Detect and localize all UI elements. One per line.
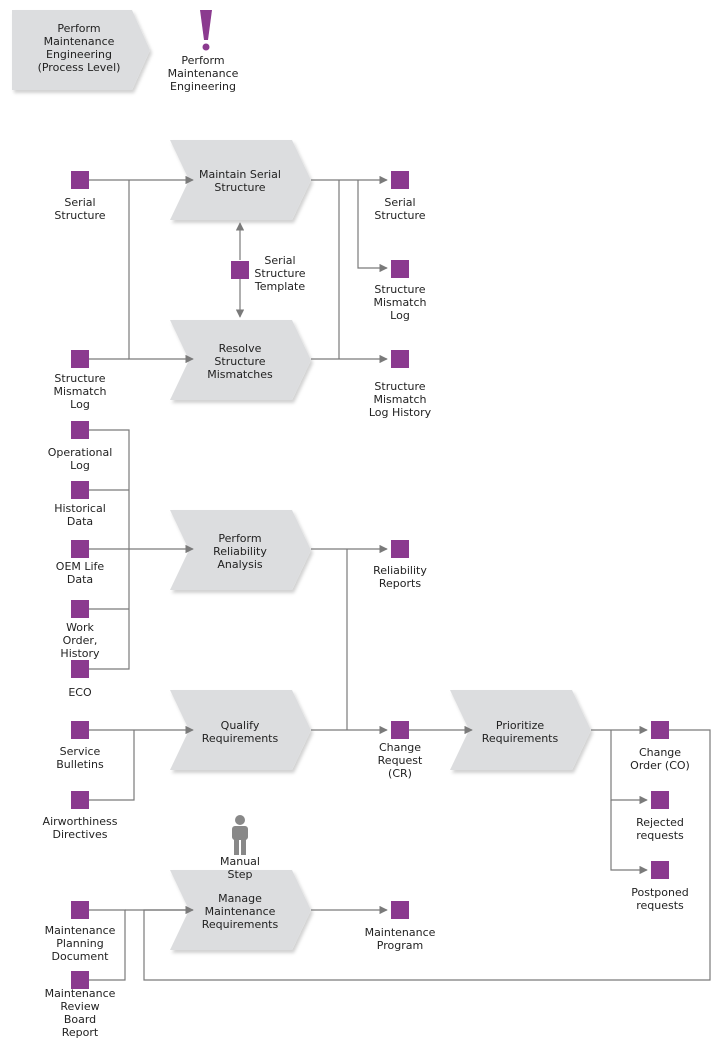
process-level-shape <box>12 10 150 90</box>
serial-structure-out-label: Serial Structure <box>374 196 426 222</box>
mismatch-log-history-square[interactable] <box>391 350 409 368</box>
eco-label: ECO <box>68 686 92 699</box>
work-order-history-label: Work Order, History <box>60 621 100 660</box>
mismatch-log-history-label: Structure Mismatch Log History <box>368 380 432 419</box>
mismatch-log-in-label: Structure Mismatch Log <box>53 372 107 411</box>
work-order-history-square[interactable] <box>71 600 89 618</box>
reliability-reports-label: Reliability Reports <box>373 564 427 590</box>
postponed-requests-square[interactable] <box>651 861 669 879</box>
change-order-label: Change Order (CO) <box>630 746 690 772</box>
connectors <box>89 175 711 981</box>
change-order-square[interactable] <box>651 721 669 739</box>
process-perform-reliability-analysis[interactable] <box>170 510 311 590</box>
service-bulletins-label: Service Bulletins <box>56 745 104 771</box>
airworthiness-directives-square[interactable] <box>71 791 89 809</box>
eco-square[interactable] <box>71 660 89 678</box>
process-label-qualify-requirements: Qualify Requirements <box>201 719 279 745</box>
process-qualify-requirements[interactable] <box>170 690 311 770</box>
rejected-requests-square[interactable] <box>651 791 669 809</box>
service-bulletins-square[interactable] <box>71 721 89 739</box>
maintenance-program-label: Maintenance Program <box>364 926 436 952</box>
reliability-reports-square[interactable] <box>391 540 409 558</box>
manual-step-label: Manual Step <box>220 855 260 881</box>
process-label-reliability-analysis: Perform Reliability Analysis <box>213 532 267 571</box>
oem-life-data-square[interactable] <box>71 540 89 558</box>
process-resolve-structure-mismatches[interactable] <box>170 320 311 400</box>
process-manage-maintenance-requirements[interactable] <box>170 870 311 950</box>
serial-template-square[interactable] <box>231 261 249 279</box>
event-label: Perform Maintenance Engineering <box>167 54 239 93</box>
serial-structure-in-square[interactable] <box>71 171 89 189</box>
serial-template-label: Serial Structure Template <box>254 254 306 293</box>
rejected-requests-label: Rejected requests <box>636 816 684 842</box>
process-label-prioritize-requirements: Prioritize Requirements <box>481 719 559 745</box>
manual-step-icon <box>232 815 248 855</box>
mismatch-log-out-square[interactable] <box>391 260 409 278</box>
review-board-report-square[interactable] <box>71 971 89 989</box>
process-label-manage-maintenance: Manage Maintenance Requirements <box>201 892 279 931</box>
airworthiness-directives-label: Airworthiness Directives <box>42 815 118 841</box>
mismatch-log-out-label: Structure Mismatch Log <box>373 283 427 322</box>
operational-log-label: Operational Log <box>47 446 113 472</box>
maintenance-planning-doc-label: Maintenance Planning Document <box>44 924 116 963</box>
oem-life-data-label: OEM Life Data <box>55 560 105 586</box>
operational-log-square[interactable] <box>71 421 89 439</box>
postponed-requests-label: Postponed requests <box>631 886 689 912</box>
historical-data-square[interactable] <box>71 481 89 499</box>
maintenance-planning-doc-square[interactable] <box>71 901 89 919</box>
historical-data-label: Historical Data <box>54 502 106 528</box>
process-prioritize-requirements[interactable] <box>450 690 591 770</box>
process-label-resolve-mismatches: Resolve Structure Mismatches <box>207 342 273 381</box>
event-icon <box>200 10 212 51</box>
mismatch-log-in-square[interactable] <box>71 350 89 368</box>
review-board-report-label: Maintenance Review Board Report <box>44 987 116 1039</box>
process-level-label: Perform Maintenance Engineering (Process… <box>37 22 121 74</box>
serial-structure-out-square[interactable] <box>391 171 409 189</box>
change-request-square[interactable] <box>391 721 409 739</box>
process-label-maintain-serial: Maintain Serial Structure <box>199 168 281 194</box>
maintenance-program-square[interactable] <box>391 901 409 919</box>
change-request-label: Change Request (CR) <box>377 741 423 780</box>
serial-structure-in-label: Serial Structure <box>54 196 106 222</box>
process-maintain-serial-structure[interactable] <box>170 140 311 220</box>
